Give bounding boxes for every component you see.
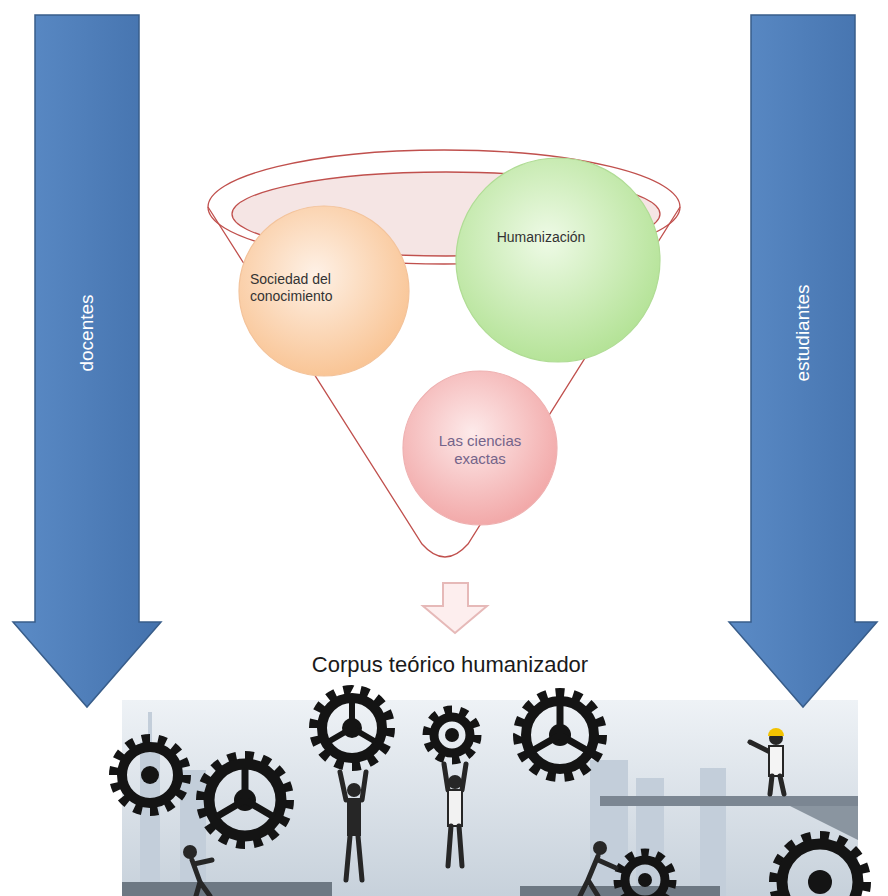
gear-hub <box>808 870 832 894</box>
concept-circle: Las ciencias exactas <box>402 370 558 526</box>
photo-background <box>122 700 858 896</box>
gear-rim <box>322 698 382 758</box>
person-legs <box>346 836 362 880</box>
band-label: estudiantes <box>792 285 815 382</box>
gear <box>427 710 477 760</box>
gear-teeth <box>518 693 602 777</box>
person-body <box>347 798 361 836</box>
person-legs <box>770 776 784 794</box>
person-arms <box>340 772 366 800</box>
gear-rim <box>122 747 178 803</box>
gear <box>314 690 390 766</box>
person-body <box>192 860 212 896</box>
gear-rim <box>434 717 470 753</box>
caption-label: Corpus teórico humanizador <box>180 652 720 678</box>
arrow-band: estudiantes <box>728 14 878 708</box>
arrow-shape <box>13 15 161 707</box>
person-body <box>448 790 462 826</box>
down-arrow <box>423 583 487 633</box>
arrow-shape <box>729 15 877 707</box>
gear-spokes <box>532 703 588 751</box>
person-body <box>769 746 783 776</box>
gear-spokes <box>328 700 376 742</box>
building <box>636 778 664 896</box>
concept-circle: Sociedad del conocimiento <box>238 205 410 377</box>
gear <box>774 836 866 896</box>
person <box>340 772 366 880</box>
gear-hub <box>445 728 459 742</box>
gear <box>518 693 602 777</box>
platform <box>122 882 332 896</box>
gear-teeth <box>427 710 477 760</box>
gear-hub <box>141 766 159 784</box>
person-head <box>593 841 607 855</box>
circle-label: Las ciencias exactas <box>428 432 532 468</box>
person-head <box>448 775 462 789</box>
circle-label: Humanización <box>483 229 599 246</box>
arrow-band: docentes <box>12 14 162 708</box>
gear-rim <box>625 860 665 896</box>
circle-shape <box>456 158 660 362</box>
gear-hub <box>638 873 652 887</box>
person-helmet <box>768 728 784 736</box>
platform <box>600 796 858 806</box>
person <box>580 841 616 896</box>
person-head <box>183 845 197 859</box>
gear <box>618 853 672 896</box>
building <box>140 742 160 896</box>
gear-rim <box>526 701 594 769</box>
building <box>180 770 206 896</box>
person-legs <box>448 826 462 866</box>
gear-teeth <box>201 756 289 844</box>
concept-circle: Humanización <box>455 157 661 363</box>
person-arms <box>750 742 770 752</box>
gear-rim <box>209 764 281 836</box>
person <box>750 728 784 794</box>
gear-teeth <box>314 690 390 766</box>
gear-teeth <box>774 836 866 896</box>
building <box>700 768 726 896</box>
platform <box>520 886 720 896</box>
person-head <box>347 783 361 797</box>
gear-spokes <box>216 766 274 817</box>
person-body <box>580 856 616 896</box>
gear-rim <box>782 844 858 896</box>
person <box>444 764 466 866</box>
gear <box>201 756 289 844</box>
gear-teeth <box>618 853 672 896</box>
circle-label: Sociedad del conocimiento <box>250 271 374 305</box>
circle-shape <box>403 371 557 525</box>
gear-teeth <box>114 739 186 811</box>
band-label: docentes <box>76 295 99 372</box>
person-arms <box>444 764 466 790</box>
circle-shape <box>239 206 409 376</box>
gear <box>114 739 186 811</box>
person <box>183 845 212 896</box>
node-shape <box>455 157 661 363</box>
